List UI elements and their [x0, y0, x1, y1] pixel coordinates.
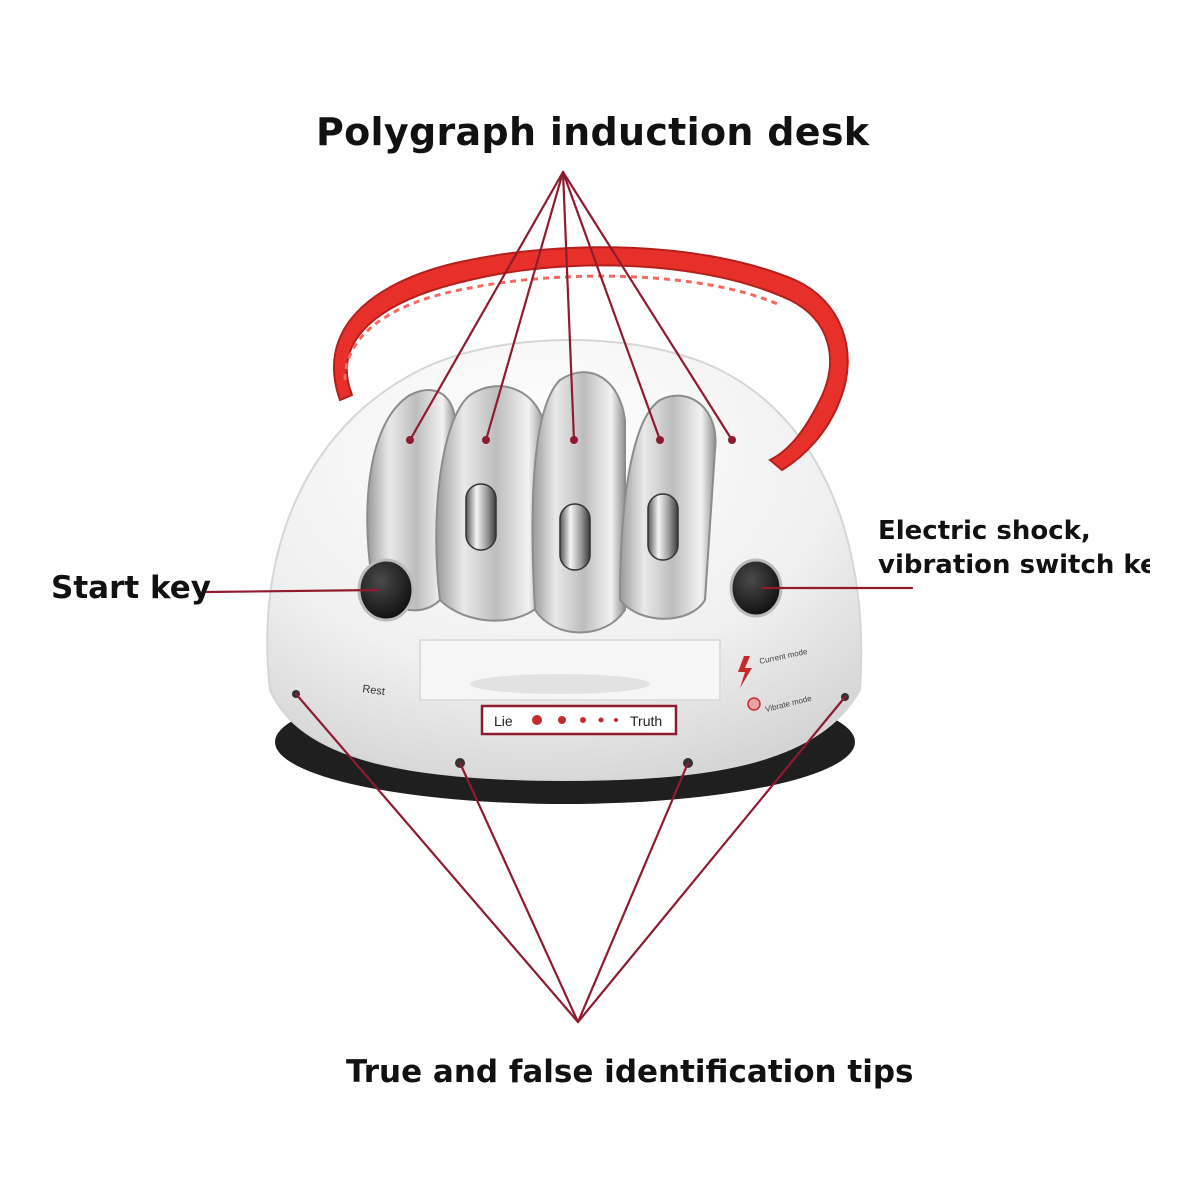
- reset-text: Rest: [362, 683, 386, 698]
- tips-label: True and false identification tips: [346, 1054, 914, 1090]
- strap-handle: [333, 246, 849, 472]
- title-label: Polygraph induction desk: [316, 110, 870, 154]
- vibrate-icon: [747, 697, 761, 711]
- lie-truth-indicator: Lie Truth: [480, 704, 678, 736]
- indicator-truth-text: Truth: [630, 713, 662, 729]
- electrode-knobs: [465, 483, 679, 571]
- indicator-lie-text: Lie: [494, 713, 513, 729]
- lightning-icon: [738, 656, 752, 688]
- leader-lines: [205, 170, 914, 1024]
- start-key-label: Start key: [51, 570, 211, 606]
- shock-switch-label-line1: Electric shock,: [878, 516, 1091, 546]
- shock-switch-label-line2: vibration switch key: [878, 550, 1150, 580]
